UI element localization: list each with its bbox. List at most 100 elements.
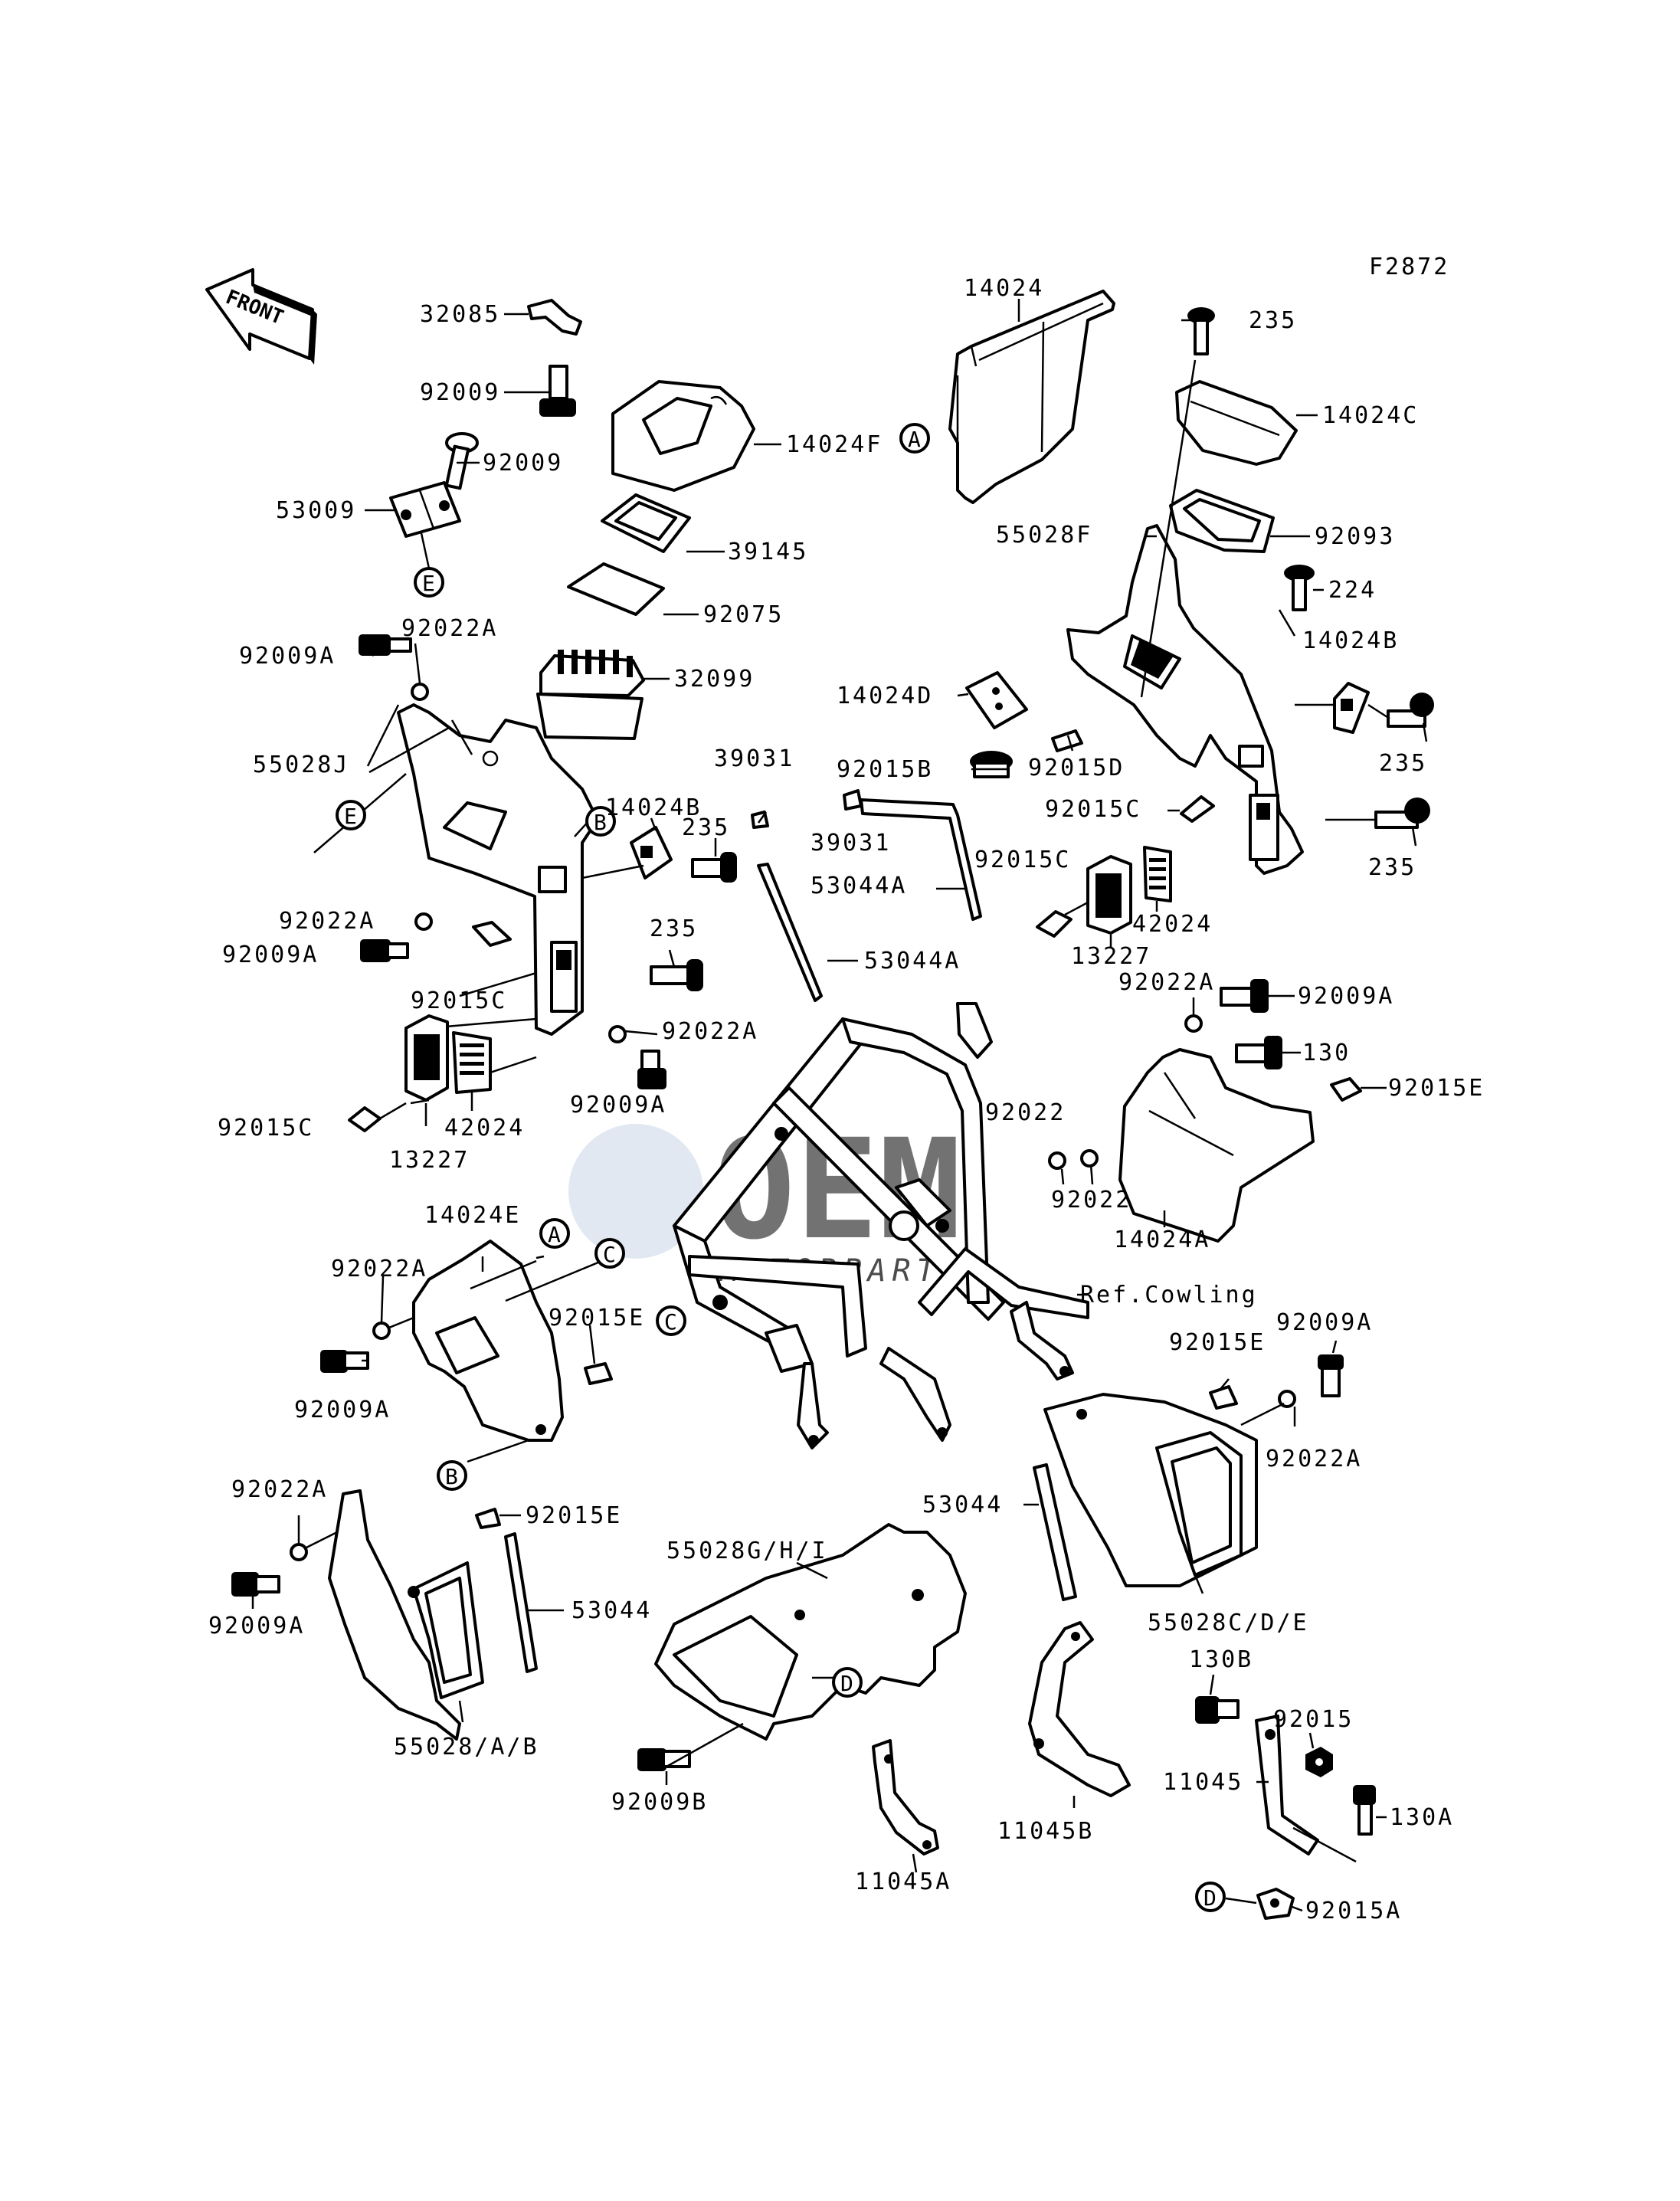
screw-235-right-2-drawing xyxy=(1387,693,1434,728)
seal-92093-drawing xyxy=(1169,489,1275,553)
label-92022-b: 92022 xyxy=(1051,1187,1131,1213)
bolt-92009A-right-drawing xyxy=(1220,979,1269,1013)
label-11045: 11045 xyxy=(1163,1769,1243,1796)
bolt-92009-lower-drawing xyxy=(444,432,479,490)
lid-14024C-drawing xyxy=(1175,380,1298,466)
washer-92022A-right-drawing xyxy=(1184,1014,1203,1033)
clip-92015C-left-1-drawing xyxy=(472,921,512,947)
svg-text:E: E xyxy=(344,804,357,829)
clip-92015E-right-drawing xyxy=(1330,1077,1362,1102)
label-92009-lower: 92009 xyxy=(483,450,563,477)
label-53044A-upper: 53044A xyxy=(811,873,907,899)
screw-235-right-1-drawing xyxy=(1187,307,1215,355)
part-labels: 32085 92009 92009 53009 14024F 39145 920… xyxy=(208,275,1482,1924)
label-14024D: 14024D xyxy=(837,683,933,709)
label-92009A-left-2: 92009A xyxy=(222,942,319,968)
callout-b-lower: B xyxy=(437,1460,467,1491)
grommet-14024B-left-drawing xyxy=(630,826,673,879)
bolt-92009-upper-drawing xyxy=(539,365,576,417)
leader-lines xyxy=(251,299,1428,1912)
tube-53044A-upper-drawing xyxy=(860,798,982,921)
cowling-frame-drawing xyxy=(673,1002,1089,1449)
label-14024C: 14024C xyxy=(1322,402,1419,429)
bracket-14024D-drawing xyxy=(965,671,1028,729)
label-11045A: 11045A xyxy=(855,1869,951,1895)
seal-39145-drawing xyxy=(601,493,691,553)
label-235-right-3: 235 xyxy=(1368,854,1416,881)
label-92015C-left-2: 92015C xyxy=(218,1115,314,1141)
fuse-block-32099-drawing xyxy=(536,650,645,740)
callout-c-frame: C xyxy=(656,1305,686,1336)
clip-92015A-drawing xyxy=(1256,1888,1295,1920)
label-92022A-left-3: 92022A xyxy=(662,1018,758,1045)
label-92015E-lowerleft: 92015E xyxy=(526,1502,622,1529)
switch-13227-right-drawing xyxy=(1086,855,1132,935)
label-53044-right: 53044 xyxy=(922,1492,1003,1518)
figure-code: F2872 xyxy=(1369,254,1449,280)
label-42024-left: 42024 xyxy=(444,1115,525,1141)
label-92093: 92093 xyxy=(1315,523,1395,550)
front-direction-arrow: FRONT xyxy=(205,268,317,365)
svg-text:D: D xyxy=(840,1671,853,1696)
bolt-92009A-left-3-drawing xyxy=(637,1050,666,1089)
duct-14024E-drawing xyxy=(412,1240,564,1442)
washer-92022-a-drawing xyxy=(1048,1151,1066,1170)
switch-cover-42024-left-drawing xyxy=(452,1031,492,1094)
label-92022A-lowerright: 92022A xyxy=(1266,1446,1362,1472)
bolt-130-drawing xyxy=(1235,1036,1282,1069)
stay-32085-drawing xyxy=(527,299,582,336)
bracket-11045B-drawing xyxy=(1028,1621,1131,1797)
svg-text:B: B xyxy=(594,810,607,835)
svg-text:A: A xyxy=(908,427,921,452)
label-11045B: 11045B xyxy=(997,1818,1094,1845)
label-14024A: 14024A xyxy=(1114,1227,1210,1253)
label-55028J: 55028J xyxy=(253,752,349,778)
bolt-92009A-left-2-drawing xyxy=(360,939,409,962)
bolt-92009B-drawing xyxy=(637,1748,691,1771)
label-92015E-mid: 92015E xyxy=(549,1305,645,1331)
cover-55028CDE-drawing xyxy=(1043,1393,1258,1587)
grommet-14024B-right-drawing xyxy=(1333,682,1370,734)
label-224: 224 xyxy=(1328,577,1377,604)
label-92022A-left-1: 92022A xyxy=(401,615,498,642)
svg-text:B: B xyxy=(445,1464,458,1489)
bolt-130A-drawing xyxy=(1353,1785,1376,1836)
bolt-92009A-lowerleft-drawing xyxy=(231,1572,280,1597)
callout-a-upper: A xyxy=(899,423,930,454)
duct-14024-drawing xyxy=(948,290,1115,504)
label-235-right-2: 235 xyxy=(1379,750,1427,777)
label-130: 130 xyxy=(1302,1040,1351,1066)
washer-92022A-left-1-drawing xyxy=(411,683,429,701)
hinge-53009-drawing xyxy=(389,481,461,538)
bolt-130B-drawing xyxy=(1195,1696,1240,1724)
grommet-92015B-drawing xyxy=(970,751,1013,778)
washer-92022A-lowerright-drawing xyxy=(1278,1390,1296,1408)
screw-235-left-1-drawing xyxy=(691,852,737,883)
lid-14024F-drawing xyxy=(611,380,755,492)
nut-92015-drawing xyxy=(1305,1747,1333,1777)
washer-92022A-mid-drawing xyxy=(372,1322,391,1340)
label-53009: 53009 xyxy=(276,497,356,524)
label-92015C-right-2: 92015C xyxy=(974,847,1071,873)
callout-d-center: D xyxy=(832,1667,863,1698)
label-32099: 32099 xyxy=(674,666,755,693)
label-92009A-lowerright: 92009A xyxy=(1276,1309,1373,1336)
clip-92015E-lowerleft-drawing xyxy=(475,1508,501,1529)
label-42024-right: 42024 xyxy=(1132,911,1213,938)
clip-92015C-right-1-drawing xyxy=(1180,795,1215,823)
callout-d-right: D xyxy=(1195,1882,1226,1912)
duct-14024A-drawing xyxy=(1118,1048,1315,1243)
inner-cover-55028F-drawing xyxy=(1066,524,1304,875)
label-14024F: 14024F xyxy=(786,431,883,458)
screw-224-drawing xyxy=(1284,565,1315,611)
screw-235-right-3-drawing xyxy=(1374,798,1430,829)
label-92022A-mid: 92022A xyxy=(331,1256,427,1282)
label-53044-left: 53044 xyxy=(571,1597,652,1624)
bracket-11045A-drawing xyxy=(872,1739,939,1855)
svg-text:E: E xyxy=(422,571,435,596)
label-92009A-lowerleft: 92009A xyxy=(208,1613,305,1639)
label-235-right-1: 235 xyxy=(1249,307,1297,334)
bolt-92009A-lowerright-drawing xyxy=(1318,1354,1344,1397)
